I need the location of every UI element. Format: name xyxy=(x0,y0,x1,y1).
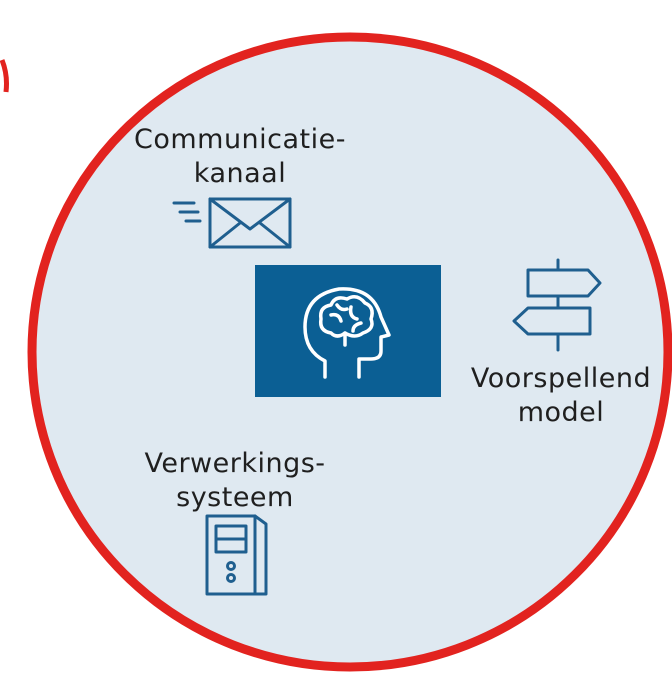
brain-head-icon xyxy=(255,265,441,397)
communication-channel-label: Communicatie- kanaal xyxy=(100,123,380,191)
communication-channel-line2: kanaal xyxy=(193,158,287,189)
server-icon xyxy=(205,514,268,596)
processing-system-line2: systeem xyxy=(176,482,294,513)
communication-channel-line1: Communicatie- xyxy=(133,124,347,155)
predictive-model-label: Voorspellend model xyxy=(450,362,672,430)
predictive-model-line1: Voorspellend xyxy=(470,363,652,394)
envelope-icon xyxy=(172,197,292,249)
processing-system-line1: Verwerkings- xyxy=(144,448,326,479)
signpost-icon xyxy=(512,258,602,352)
edge-arc-fragment xyxy=(0,59,9,93)
processing-system-label: Verwerkings- systeem xyxy=(105,447,365,515)
predictive-model-line2: model xyxy=(517,397,605,428)
